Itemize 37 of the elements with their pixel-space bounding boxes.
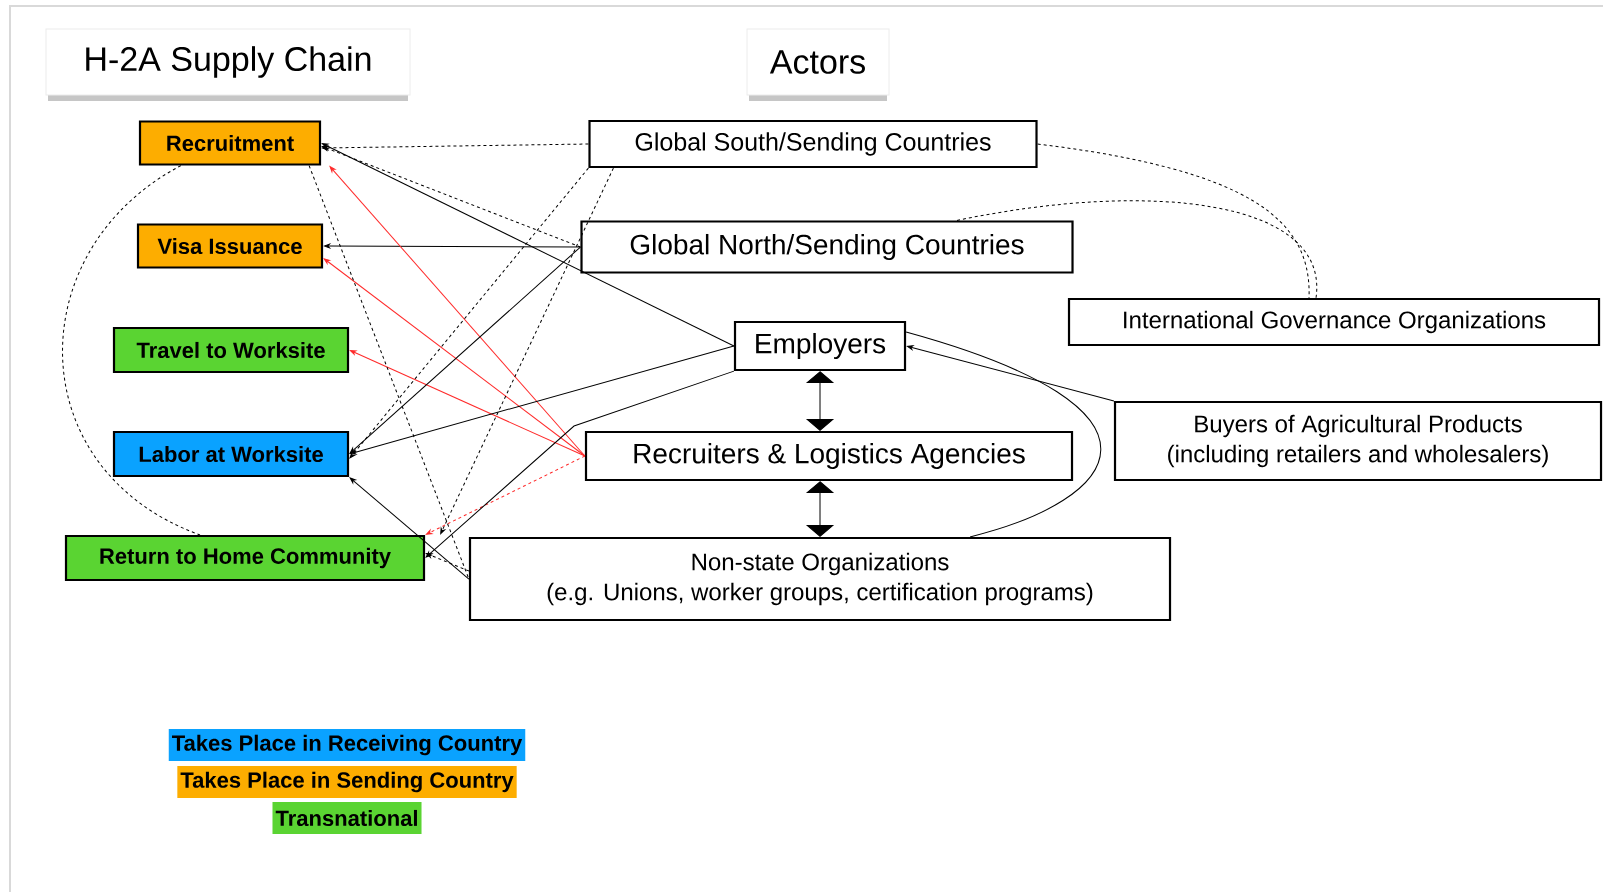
stage-box: Recruitment <box>138 120 322 166</box>
arrow <box>322 143 589 151</box>
connector-line <box>62 165 201 536</box>
arrow <box>321 143 735 347</box>
connector-line <box>1037 143 1310 299</box>
arrow <box>425 455 586 535</box>
arrow <box>440 167 614 535</box>
heading-box: Actors <box>746 28 890 101</box>
arrow <box>349 246 581 454</box>
arrow <box>349 350 586 457</box>
double-arrow <box>806 371 834 431</box>
stage-box: Travel to Worksite <box>112 326 350 374</box>
arrow <box>425 370 735 558</box>
arrow <box>425 553 470 572</box>
connector-line <box>905 331 1102 538</box>
legend-text: Takes Place in Sending Country <box>180 771 514 793</box>
stage-box: Visa Issuance <box>136 223 324 269</box>
heading-box: H-2A Supply Chain <box>45 28 411 101</box>
actor-box: Global North/Sending Countries <box>580 220 1074 274</box>
arrow <box>907 345 1115 402</box>
legend-text: Takes Place in Receiving Country <box>172 734 523 756</box>
actor-box: Buyers of Agricultural Products (including retailers and wholesalers) <box>1113 400 1603 482</box>
arrow <box>321 146 581 248</box>
stage-box: Return to Home Community <box>64 534 426 582</box>
connector-line <box>956 200 1317 299</box>
actor-box: Non-state Organizations (e.g. Unions, worker groups, certification programs) <box>468 536 1172 622</box>
arrow <box>324 243 581 249</box>
arrow <box>323 258 586 457</box>
actor-box: Recruiters & Logistics Agencies <box>584 430 1074 482</box>
actor-box: International Governance Organizations <box>1067 297 1601 347</box>
arrow <box>349 477 470 580</box>
legend-text: Transnational <box>275 809 417 827</box>
actor-box: Global South/Sending Countries <box>588 119 1038 169</box>
arrow <box>350 345 735 455</box>
actor-box: Employers <box>733 320 907 372</box>
stage-box: Labor at Worksite <box>112 430 350 478</box>
double-arrow <box>806 481 834 537</box>
